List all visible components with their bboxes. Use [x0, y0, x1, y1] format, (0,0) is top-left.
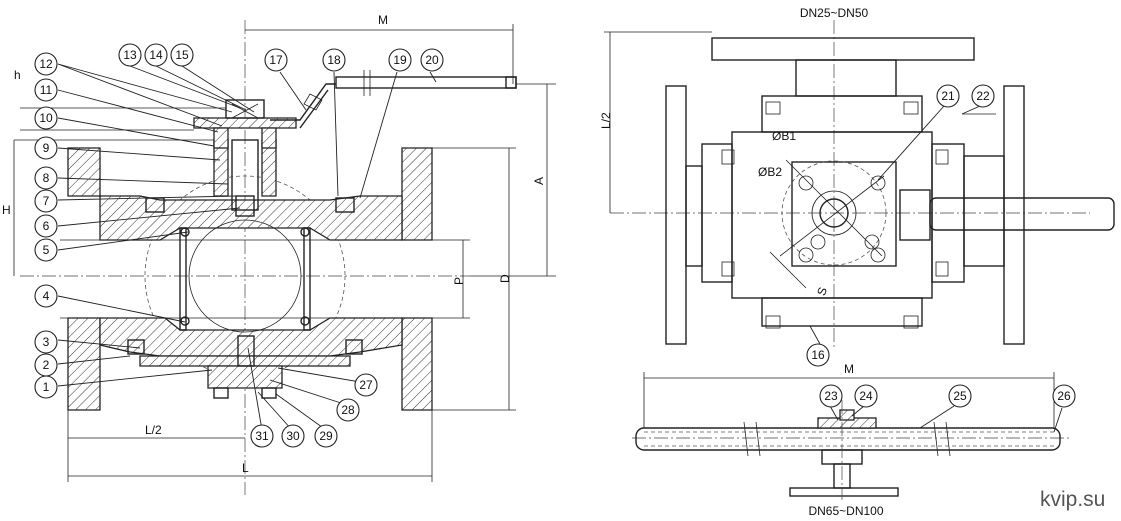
callout-9: 9 [34, 136, 58, 160]
callout-13: 13 [118, 43, 142, 67]
callout-10: 10 [34, 106, 58, 130]
dim-m-section: M [378, 13, 388, 27]
callout-16: 16 [806, 343, 830, 367]
dim-h-small: h [14, 68, 21, 82]
svg-text:26: 26 [1057, 389, 1071, 403]
callout-8: 8 [34, 166, 58, 190]
dim-p: P [452, 277, 466, 285]
callout-29: 29 [314, 424, 338, 448]
svg-text:1: 1 [43, 380, 50, 394]
svg-text:18: 18 [327, 53, 341, 67]
section-view [13, 20, 556, 495]
callout-15: 15 [170, 43, 194, 67]
callout-3: 3 [34, 330, 58, 354]
svg-text:6: 6 [43, 219, 50, 233]
dim-m-handle: M [844, 362, 854, 376]
svg-text:19: 19 [393, 53, 407, 67]
handle-view [632, 372, 1070, 500]
callout-12: 12 [34, 52, 58, 76]
callout-23: 23 [819, 384, 843, 408]
callout-11: 11 [34, 78, 58, 102]
svg-text:11: 11 [40, 83, 53, 97]
callout-1: 1 [34, 375, 58, 399]
dim-l-half: L/2 [145, 423, 162, 437]
top-view [604, 20, 1115, 350]
callout-4: 4 [34, 284, 58, 308]
dim-b1: ØB1 [772, 129, 796, 143]
callout-26: 26 [1052, 384, 1076, 408]
callout-20: 20 [420, 48, 444, 72]
dim-a: A [532, 177, 546, 185]
svg-text:13: 13 [123, 48, 137, 62]
svg-text:31: 31 [255, 429, 269, 443]
callout-30: 30 [281, 424, 305, 448]
svg-text:2: 2 [43, 358, 50, 372]
dim-l: L [242, 461, 249, 475]
callout-14: 14 [144, 43, 168, 67]
top-view-title: DN25~DN50 [800, 6, 869, 20]
svg-text:3: 3 [43, 335, 50, 349]
svg-text:23: 23 [824, 389, 838, 403]
callout-19: 19 [388, 48, 412, 72]
svg-text:24: 24 [859, 389, 873, 403]
dim-s: S [814, 285, 830, 297]
svg-text:5: 5 [43, 243, 50, 257]
svg-text:16: 16 [811, 348, 825, 362]
dim-b2: ØB2 [758, 165, 782, 179]
callout-5: 5 [34, 238, 58, 262]
callout-2: 2 [34, 353, 58, 377]
svg-text:4: 4 [43, 289, 50, 303]
callout-18: 18 [322, 48, 346, 72]
svg-text:25: 25 [953, 389, 967, 403]
callout-leaders-top [809, 105, 981, 345]
svg-text:21: 21 [941, 89, 955, 103]
svg-text:20: 20 [425, 53, 439, 67]
svg-text:10: 10 [39, 111, 53, 125]
callout-24: 24 [854, 384, 878, 408]
callout-17: 17 [264, 48, 288, 72]
svg-text:27: 27 [359, 378, 373, 392]
callout-leaders-section [57, 63, 437, 431]
svg-text:15: 15 [175, 48, 189, 62]
svg-text:30: 30 [286, 429, 300, 443]
callout-25: 25 [948, 384, 972, 408]
bottom-view-title: DN65~DN100 [808, 504, 883, 518]
callout-leaders-handle [829, 405, 1063, 433]
dim-d: D [498, 274, 512, 283]
watermark: kvip.su [1040, 488, 1105, 511]
svg-text:7: 7 [43, 194, 50, 208]
svg-text:12: 12 [39, 57, 53, 71]
callout-7: 7 [34, 189, 58, 213]
callout-22: 22 [971, 84, 995, 108]
svg-text:14: 14 [149, 48, 163, 62]
svg-text:8: 8 [43, 171, 50, 185]
svg-text:29: 29 [319, 429, 333, 443]
callout-6: 6 [34, 214, 58, 238]
dim-h-large: H [2, 203, 11, 217]
dim-l-half-top: L/2 [599, 112, 613, 129]
svg-text:28: 28 [341, 403, 355, 417]
callout-21: 21 [936, 84, 960, 108]
callout-31: 31 [250, 424, 274, 448]
callout-28: 28 [336, 398, 360, 422]
svg-text:17: 17 [269, 53, 283, 67]
callout-27: 27 [354, 373, 378, 397]
svg-text:9: 9 [43, 141, 50, 155]
svg-text:22: 22 [976, 89, 990, 103]
